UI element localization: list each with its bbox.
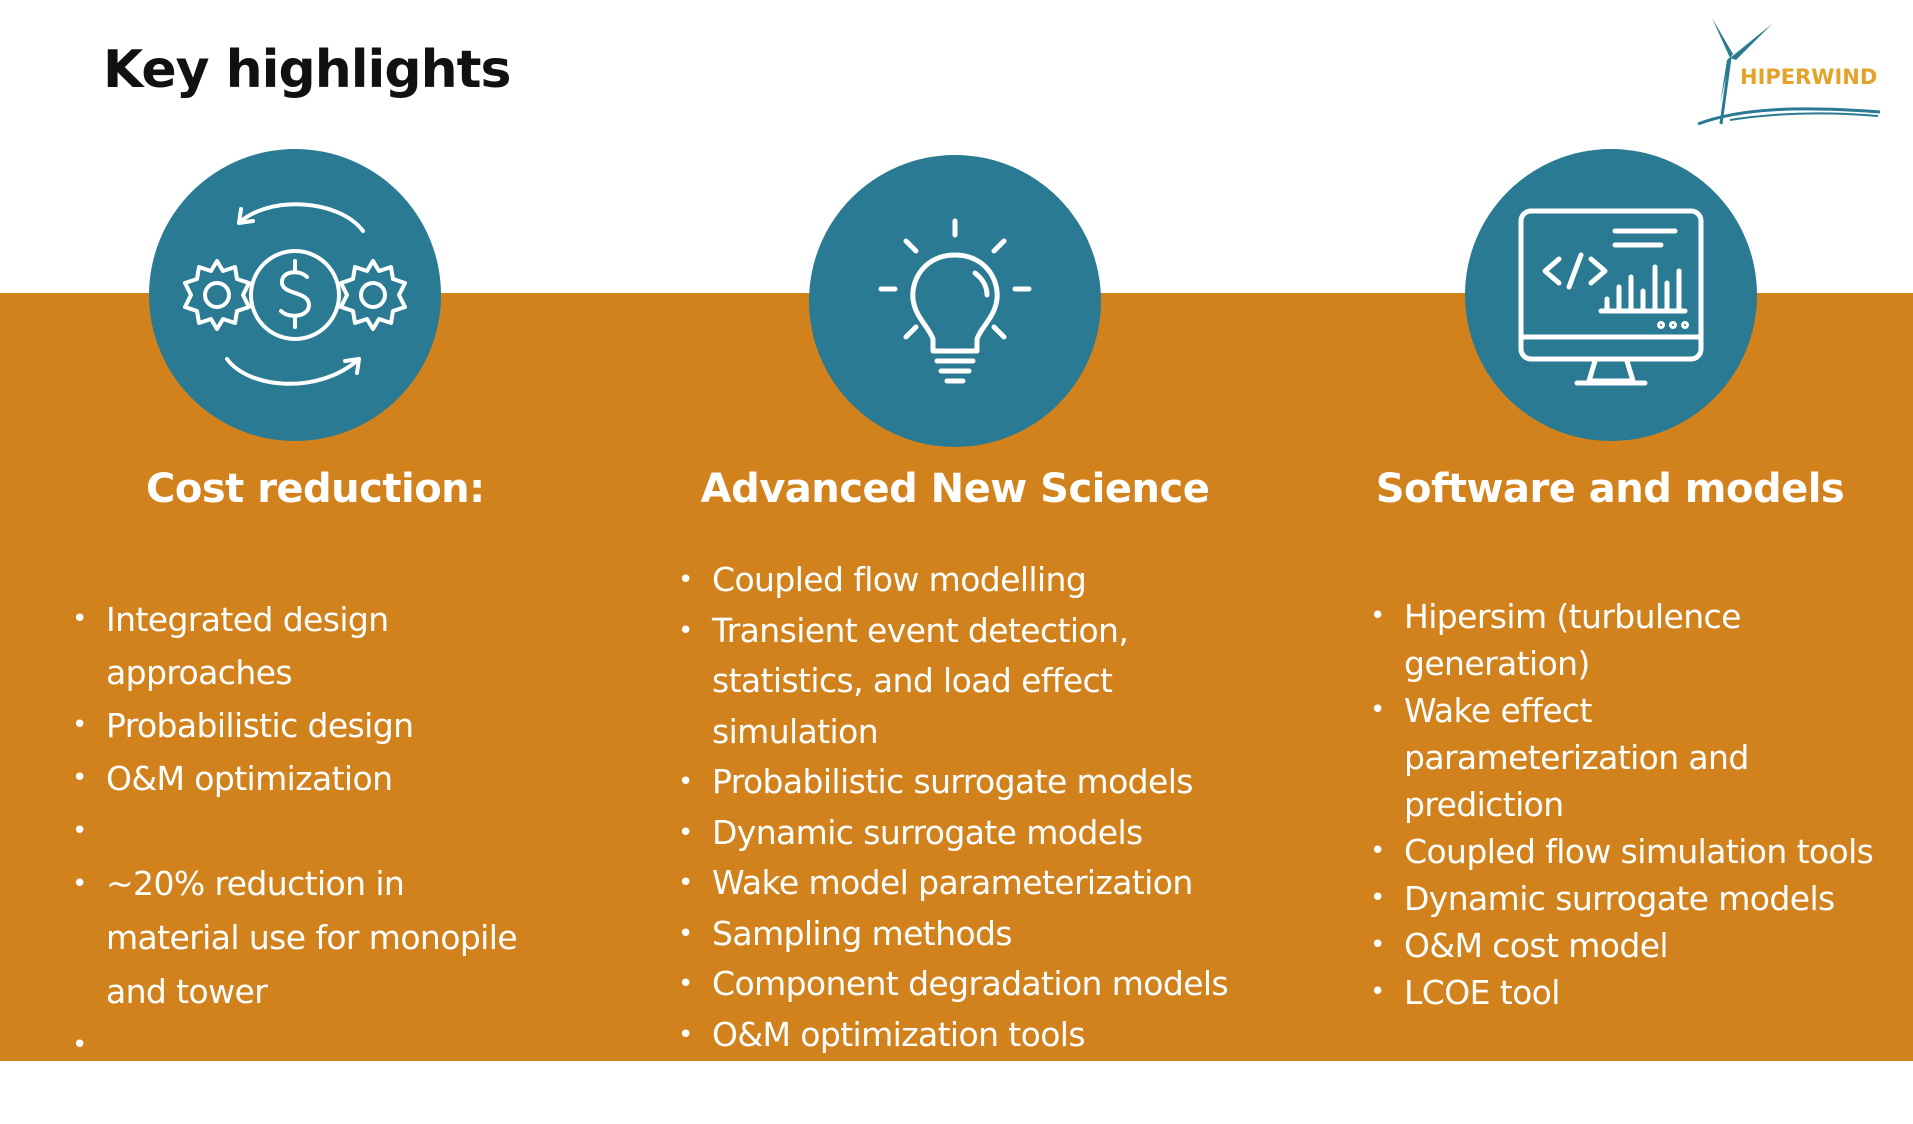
list-item: Probabilistic design [72, 699, 572, 752]
list-item: Hipersim (turbulence generation) [1370, 593, 1804, 687]
list-item: Transient event detection, statistics, a… [678, 606, 1282, 758]
list-item: LCOE & value modelling [678, 1060, 1298, 1111]
heading-cost-reduction: Cost reduction: [146, 466, 485, 512]
monitor-code-icon [1518, 208, 1704, 386]
heading-software-and-models: Software and models [1375, 466, 1845, 512]
wind-turbine-logo-icon: HIPERWIND [1697, 18, 1881, 126]
list-item: Sampling methods [678, 909, 1298, 960]
list-item: Dynamic surrogate models [1370, 875, 1890, 922]
list-item: Coupled flow modelling [678, 555, 1298, 606]
software-icon-circle [1465, 149, 1757, 441]
list-item: O&M optimization [72, 752, 572, 805]
cost-reduction-icon-circle [149, 149, 441, 441]
list-item: Probabilistic surrogate models [678, 757, 1298, 808]
list-item: 5-10% reduction in LCOE [72, 1071, 572, 1124]
advanced-new-science-list: Coupled flow modelling Transient event d… [678, 555, 1298, 1111]
list-item: Wake effect parameterization and predict… [1370, 687, 1874, 828]
lightbulb-icon [878, 218, 1032, 384]
list-item: O&M optimization tools [678, 1010, 1298, 1061]
list-item: Dynamic surrogate models [678, 808, 1298, 859]
hiperwind-logo: HIPERWIND [1690, 12, 1890, 127]
list-item: Component degradation models [678, 959, 1298, 1010]
list-item: ~20% reduction in material use for monop… [72, 857, 546, 1019]
list-spacer [72, 1019, 572, 1072]
science-icon-circle [809, 155, 1101, 447]
software-and-models-list: Hipersim (turbulence generation) Wake ef… [1370, 593, 1890, 1016]
list-item: Integrated design approaches [72, 593, 572, 699]
list-item: O&M cost model [1370, 922, 1890, 969]
list-item: Coupled flow simulation tools [1370, 828, 1890, 875]
list-spacer [72, 805, 572, 858]
page-title: Key highlights [103, 40, 511, 100]
logo-text: HIPERWIND [1740, 65, 1877, 89]
heading-advanced-new-science: Advanced New Science [700, 466, 1210, 512]
list-item: Wake model parameterization [678, 858, 1298, 909]
list-item: LCOE tool [1370, 969, 1890, 1016]
cost-cycle-icon [183, 202, 407, 386]
cost-reduction-list: Integrated design approaches Probabilist… [72, 593, 572, 1124]
